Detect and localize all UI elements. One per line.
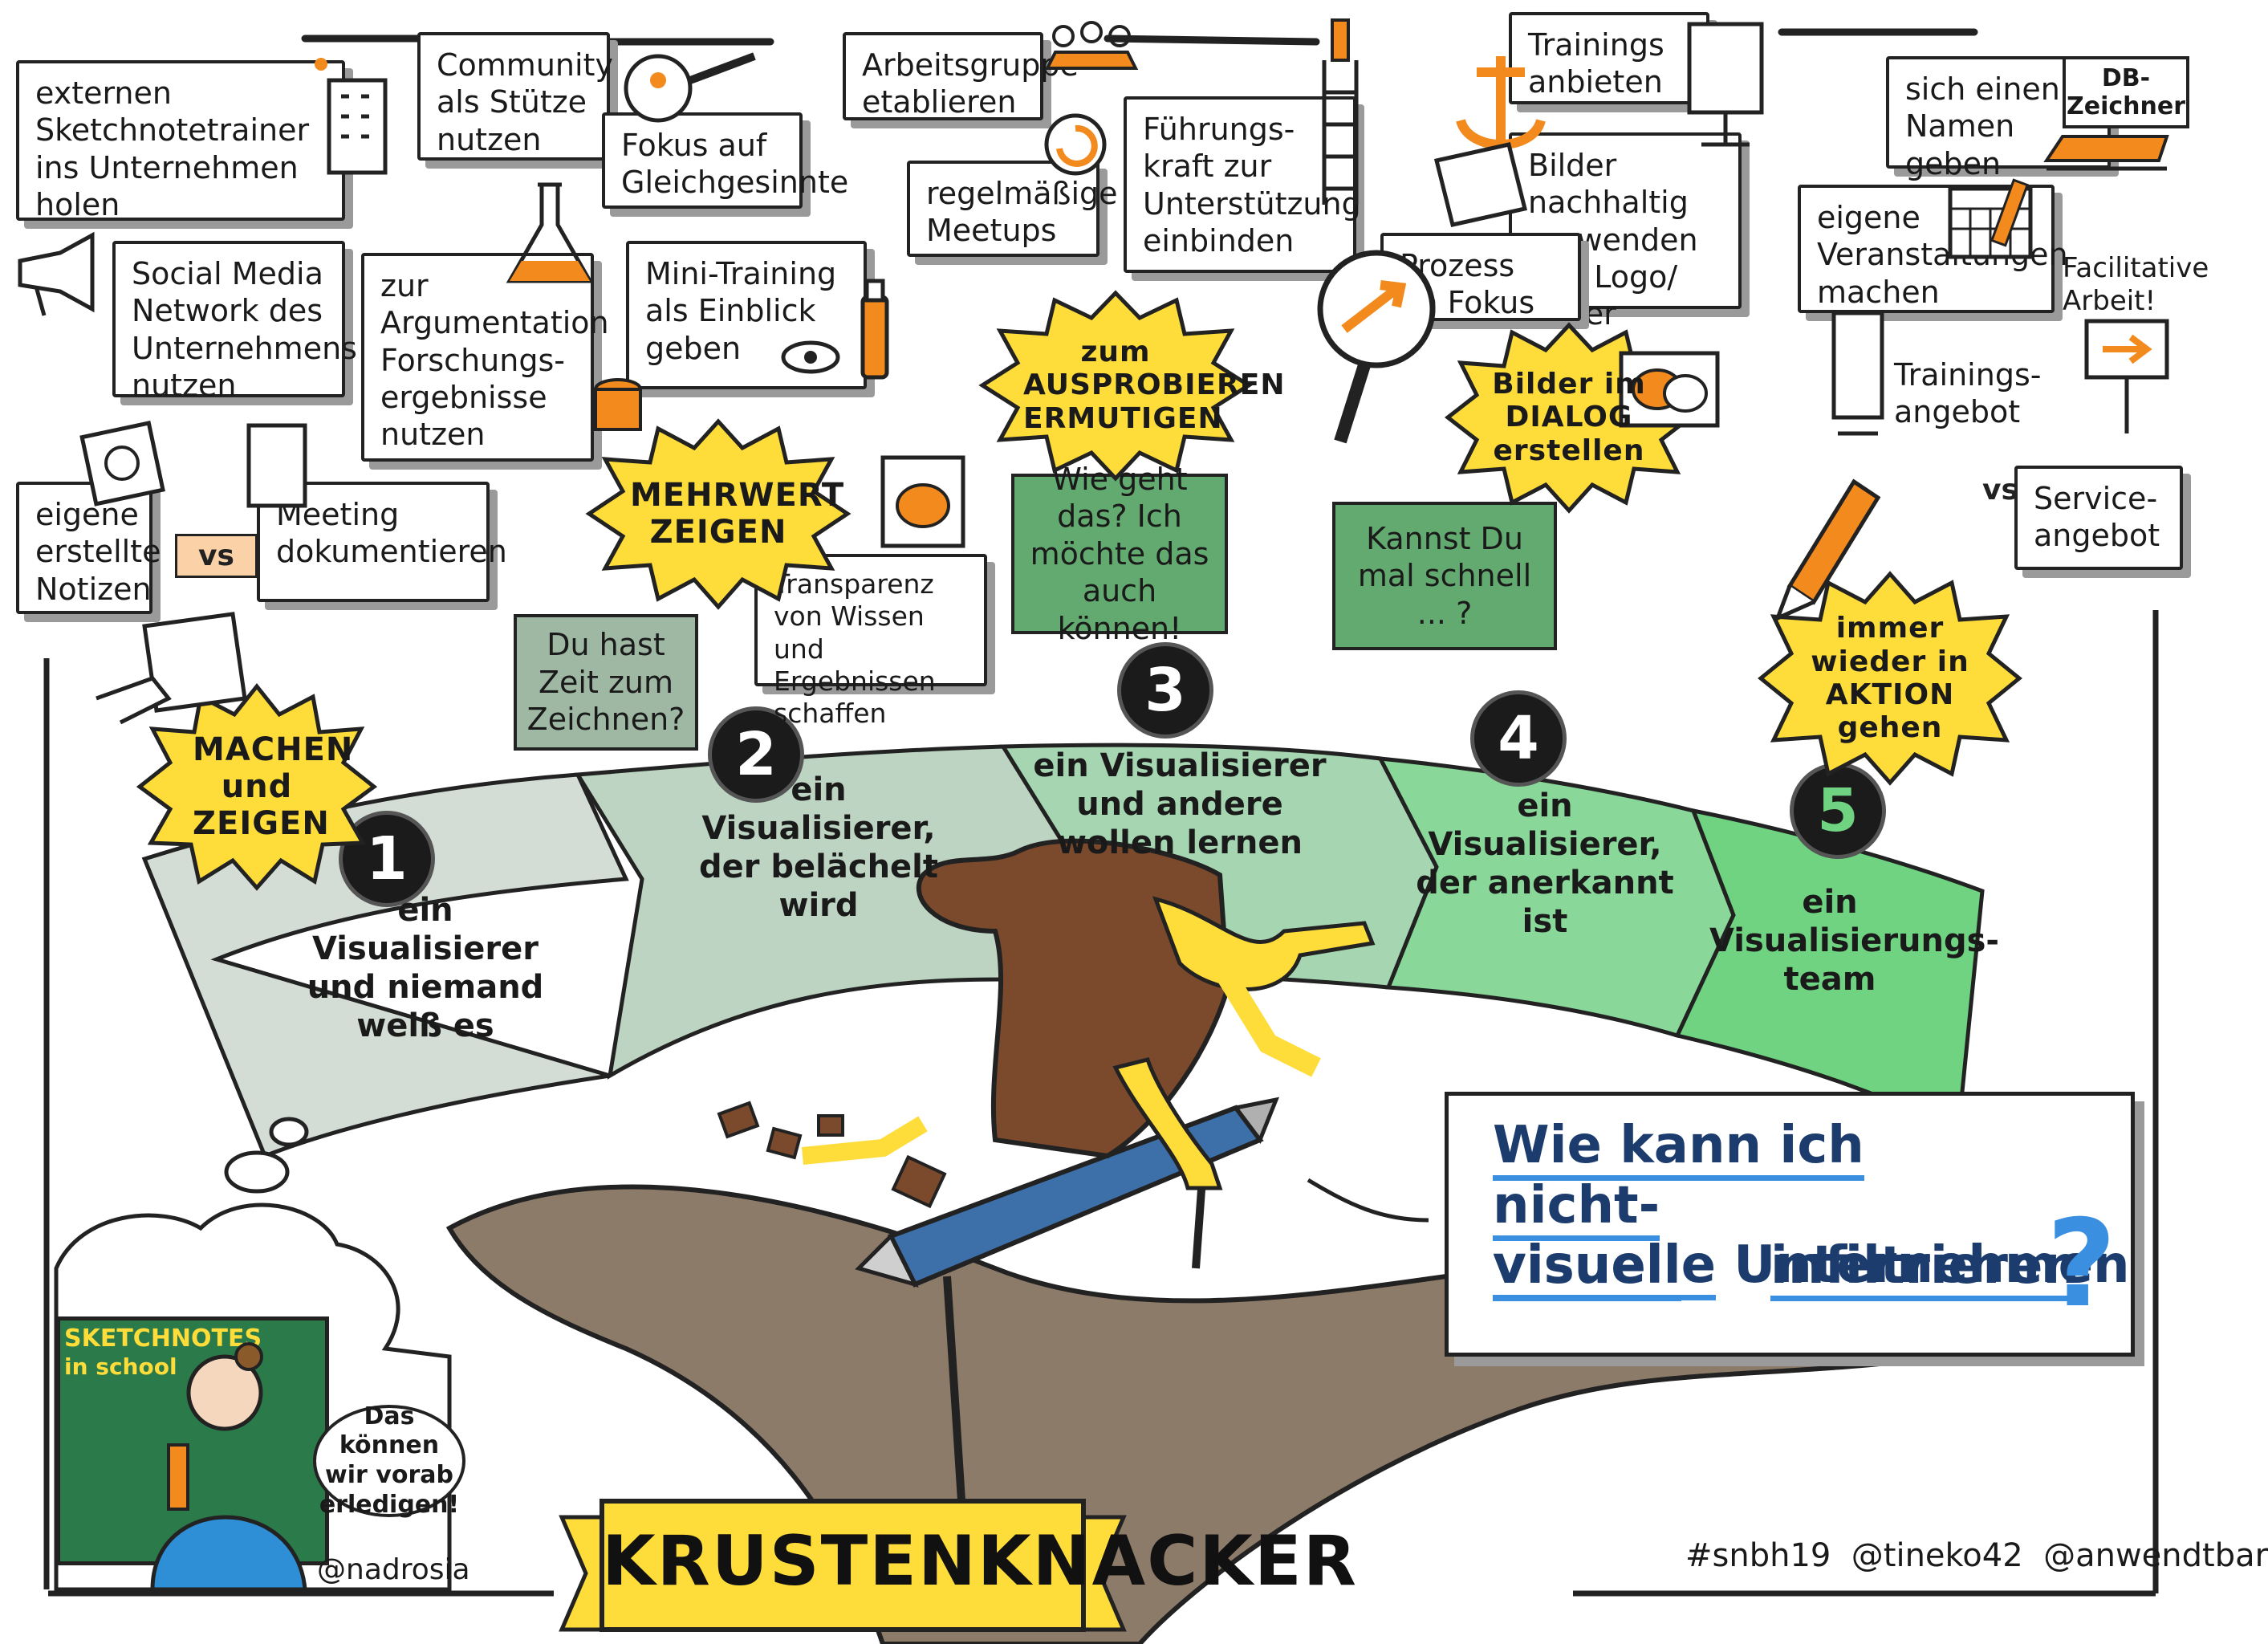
- magnifier-person-icon: [624, 52, 756, 123]
- note-community: Community als Stütze nutzen: [417, 32, 613, 161]
- building-icon: [315, 58, 388, 175]
- stage-label-5: ein Visualisierungs-team: [1709, 884, 2000, 998]
- note-research: zur Argumentation Forschungs-ergebnisse …: [361, 253, 609, 462]
- note-mini-training: Mini-Training als Einblick geben: [626, 241, 867, 389]
- burst-do-and-show: MACHEN und ZEIGEN: [136, 682, 378, 891]
- note-working-group: Arbeitsgruppe etablieren: [843, 32, 1079, 120]
- credit-label: @nadrosia: [317, 1553, 470, 1586]
- note-own-notes: eigene erstellte Notizen: [16, 482, 161, 614]
- burst-take-action: immer wieder in AKTION gehen: [1758, 570, 2022, 787]
- brain-note-icon: [880, 455, 965, 548]
- note-meetups: regelmäßige Meetups: [907, 161, 1118, 257]
- stage-label-1: ein Visualisierer und niemand weiß es: [307, 892, 544, 1044]
- burst-show-value: MEHRWERT ZEIGEN: [585, 417, 852, 610]
- runner-figure: [717, 838, 1376, 1209]
- question-line-2: nicht-visuelle Unternehmen: [1493, 1176, 2193, 1300]
- question-line-3: visuell infiltrieren: [1493, 1236, 2079, 1301]
- teacher-figure: [150, 1342, 307, 1592]
- pedestal-icon: [1433, 142, 1528, 227]
- title: KRUSTENKNACKER: [602, 1521, 1358, 1601]
- speech-how-does-it-work: Wie geht das? Ich möchte das auch können…: [1011, 462, 1228, 646]
- burst-encourage-trying: zum AUSPROBIEREN ERMUTIGEN: [978, 289, 1285, 482]
- train-icon: [2043, 135, 2169, 171]
- note-give-name: sich einen Namen geben: [1886, 56, 2111, 181]
- stage-label-2: ein Visualisierer, der belächelt wird: [698, 771, 939, 924]
- eye-icon: [781, 340, 840, 374]
- clock-icon: [1044, 113, 1107, 176]
- question-line-1: Wie kann ich: [1493, 1116, 1864, 1181]
- stage-label-3: ein Visualisierer und andere wollen lern…: [1033, 747, 1327, 861]
- coin-stack-icon: [594, 378, 642, 431]
- vs-label-right: vs: [1982, 474, 2018, 507]
- search-arrow-icon: [1317, 250, 1436, 444]
- dialog-bubbles-icon: [1619, 351, 1720, 428]
- db-sign: DB-Zeichner: [2063, 56, 2189, 128]
- stage-number-5: 5: [1790, 763, 1886, 859]
- speech-time-to-draw: Du hast Zeit zum Zeichnen?: [514, 614, 698, 751]
- direction-sign-icon: [2084, 319, 2169, 433]
- note-offer-trainings: Trainings anbieten: [1509, 12, 1709, 104]
- note-transparency: Transparenz von Wissen und Ergebnissen s…: [754, 554, 987, 729]
- board-subtitle: in school: [64, 1353, 177, 1380]
- stage-label-4: ein Visualisierer, der anerkannt ist: [1416, 787, 1674, 940]
- calendar-icon: [1948, 178, 2033, 259]
- speech-quickly: Kannst Du mal schnell ... ?: [1332, 502, 1557, 650]
- group-icon: [1044, 21, 1139, 70]
- stage-number-4: 4: [1470, 690, 1567, 787]
- note-facilitative: Facilitative Arbeit!: [2063, 252, 2209, 318]
- note-training-offer: Trainings-angebot: [1894, 357, 2042, 430]
- board-title: SKETCHNOTES: [64, 1325, 262, 1353]
- fountain-pen-icon: [1774, 478, 1881, 622]
- question-mark: ?: [2046, 1194, 2117, 1334]
- note-like-minded: Fokus auf Gleichgesinnte: [602, 112, 848, 209]
- ladder-icon: [1322, 18, 1359, 205]
- question-box: [1445, 1092, 2135, 1357]
- banner-stand-icon: [1831, 311, 1884, 436]
- speech-we-can-do-that: Das können wir vorab erledigen!: [313, 1402, 465, 1519]
- marker-icon: [860, 279, 889, 380]
- door-icon: [246, 423, 307, 508]
- smiley-note-icon: [79, 421, 165, 507]
- burst-dialog-images: Bilder im DIALOG erstellen: [1444, 321, 1694, 514]
- flask-icon: [506, 182, 594, 283]
- note-service-offer: Service-angebot: [2014, 466, 2183, 570]
- vs-label-left: vs: [175, 534, 258, 578]
- stage-number-2: 2: [708, 706, 804, 803]
- megaphone-icon: [18, 231, 95, 316]
- title-banner-shape: [559, 1499, 1127, 1632]
- hashtags: #snbh19 @tineko42 @anwendtbar: [1685, 1537, 2268, 1574]
- stage-number-3: 3: [1117, 642, 1213, 739]
- paper-hand-icon: [96, 612, 247, 725]
- note-social-media: Social Media Network des Unternehmens nu…: [112, 241, 357, 403]
- note-external-trainer: externen Sketchnotetrainer ins Unternehm…: [16, 60, 345, 222]
- flipchart-icon: [1687, 22, 1764, 147]
